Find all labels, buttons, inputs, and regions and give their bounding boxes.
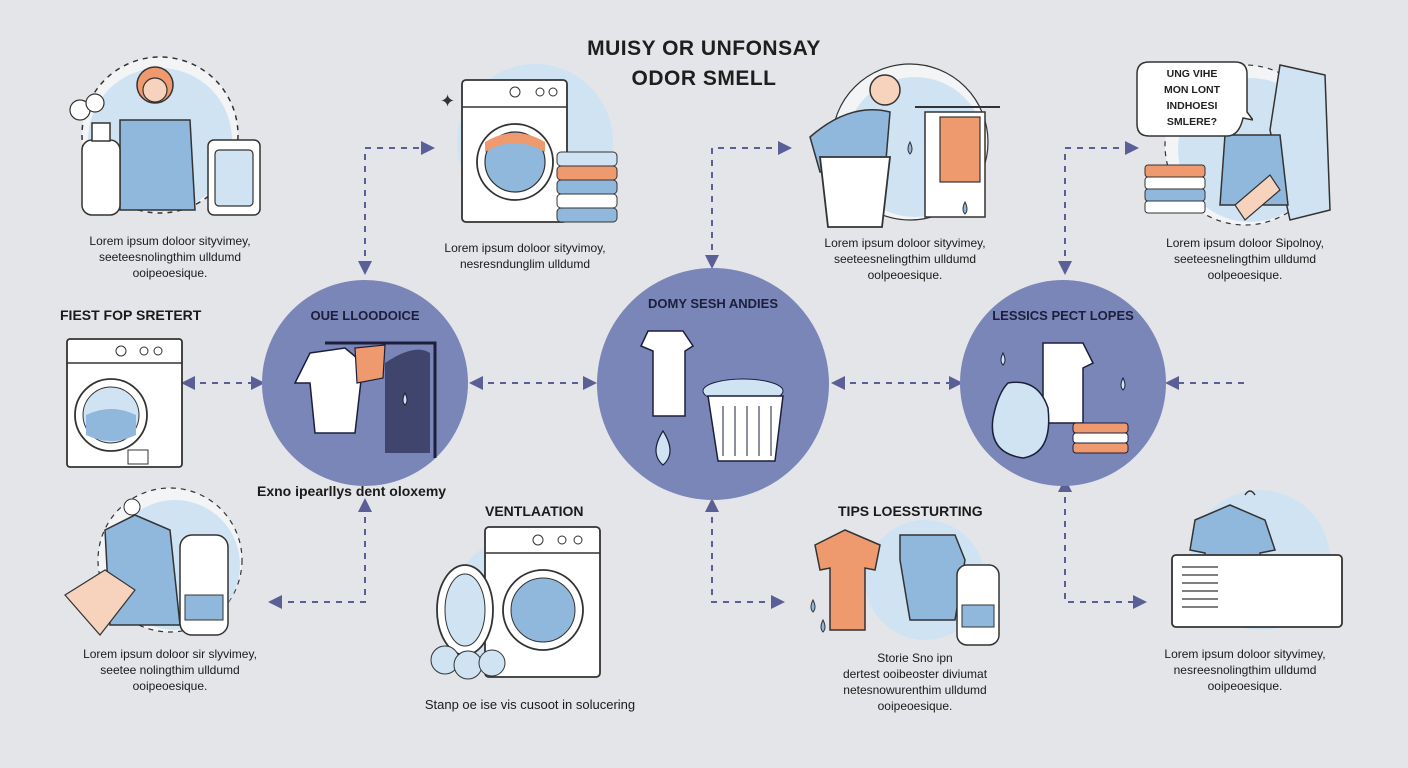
circle-title-1: OUE LLOODOICE	[310, 308, 420, 323]
caption-3: Lorem ipsum doloor sityvimey, seeteesnel…	[824, 236, 986, 282]
speech-bubble: UNG VIHE MON LONT INDHOESI SMLERE?	[1135, 60, 1253, 150]
person-smelling-shirt-icon	[69, 56, 261, 216]
caption-1: Lorem ipsum doloor sityvimey, seeteesnol…	[89, 234, 251, 280]
connector-top-2	[705, 141, 792, 269]
circle-drying-tips: LESSICS PECT LOPES	[960, 280, 1166, 486]
diagram-title: MUISY OR UNFONSAY ODOR SMELL	[0, 34, 1408, 94]
caption-5: Lorem ipsum doloor sir slyvimey, seetee …	[83, 647, 257, 693]
caption-4: Lorem ipsum doloor Sipolnoy, seeteesneli…	[1166, 236, 1324, 282]
label-tips: TIPS LOESSTURTING	[838, 503, 983, 519]
dehumidifier-shirt-icon	[1171, 490, 1343, 630]
caption-6: Stanp oe ise vis cusoot in solucering	[424, 697, 636, 712]
connector-bot-2	[705, 498, 785, 609]
connector-top-1	[358, 141, 435, 275]
title-line-2: ODOR SMELL	[631, 67, 777, 90]
speech-bubble-shape	[1136, 61, 1253, 137]
circle-title-2: DOMY SESH ANDIES	[647, 296, 779, 311]
caption-2: Lorem ipsum doloor sityvimoy, nesresndun…	[444, 241, 606, 271]
label-ventilation: VENTLAATION	[485, 503, 584, 519]
circle-clothes-storage: OUE LLOODOICE	[262, 280, 468, 486]
shirts-and-detergent-icon	[810, 520, 1000, 646]
washing-machine-icon: ✦	[440, 64, 618, 223]
circle-title-3: LESSICS PECT LOPES	[992, 308, 1134, 323]
hand-wiping-shirt-icon	[64, 487, 243, 636]
connector-bot-1	[268, 498, 372, 609]
caption-8: Lorem ipsum doloor sityvimey, nesreesnol…	[1164, 647, 1326, 693]
person-with-bucket-icon	[809, 63, 1000, 228]
laundry-basket-icon	[639, 330, 784, 466]
label-extra: Exno ipearllys dent oloxemy	[257, 483, 447, 499]
hanging-clothes-icon	[293, 341, 437, 458]
label-first-step: FIEST FOP SRETERT	[60, 307, 202, 323]
washing-machine-small-icon	[66, 338, 183, 468]
open-washing-machine-icon	[430, 526, 601, 680]
svg-text:✦: ✦	[440, 91, 455, 112]
connector-top-3	[1058, 141, 1139, 275]
circle-wash-basket: DOMY SESH ANDIES	[597, 268, 829, 500]
connector-bot-3	[1058, 478, 1147, 609]
wet-clothes-bag-icon	[991, 342, 1129, 459]
caption-7: Storie Sno ipn dertest ooibeoster divium…	[842, 651, 988, 713]
title-line-1: MUISY OR UNFONSAY	[587, 37, 821, 60]
